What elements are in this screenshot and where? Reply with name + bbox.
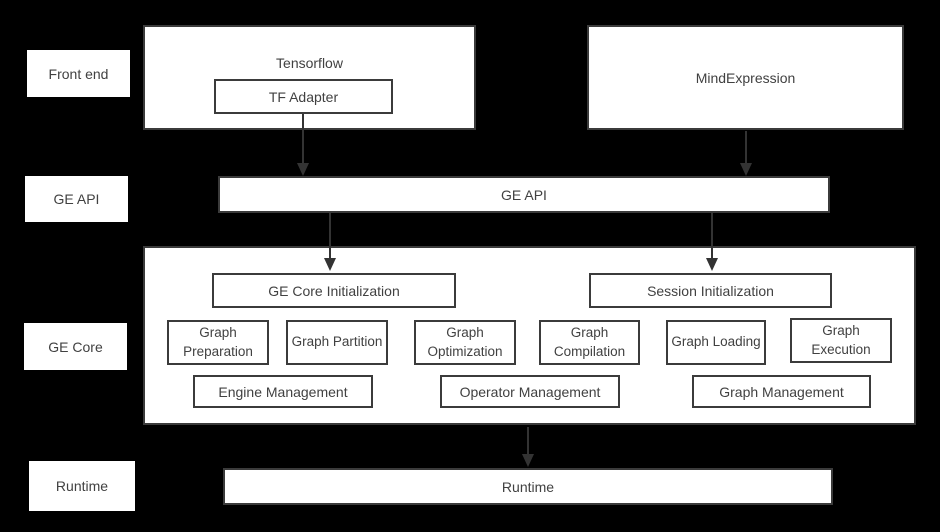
graph-management-box: Graph Management [692,375,871,408]
graph-loading-box: Graph Loading [666,320,766,365]
arrow-shaft [329,213,331,259]
arrow-ge-api-to-session-initialization [706,213,718,271]
tensorflow-title: Tensorflow [276,55,343,71]
arrow-shaft [711,213,713,259]
arrow-head-icon [324,258,336,271]
arrow-mindexpression-to-ge-api [740,131,752,176]
arrow-head-icon [740,163,752,176]
layer-label-front-end: Front end [27,50,130,97]
tf-adapter-box: TF Adapter [214,79,393,114]
arrow-tf-adapter-to-ge-api [297,114,309,176]
operator-management-box: Operator Management [440,375,620,408]
layer-label-ge-api: GE API [25,176,128,222]
ge-core-initialization-box: GE Core Initialization [212,273,456,308]
layer-label-runtime: Runtime [29,461,135,511]
arrow-head-icon [522,454,534,467]
mindexpression-box: MindExpression [587,25,904,130]
arrow-shaft [302,114,304,164]
session-initialization-box: Session Initialization [589,273,832,308]
graph-optimization-box: Graph Optimization [414,320,516,365]
graph-compilation-box: Graph Compilation [539,320,640,365]
tensorflow-box: Tensorflow TF Adapter [143,25,476,130]
graph-preparation-box: Graph Preparation [167,320,269,365]
arrow-head-icon [706,258,718,271]
engine-management-box: Engine Management [193,375,373,408]
ge-core-box: GE Core Initialization Session Initializ… [143,246,916,425]
arrow-ge-core-to-runtime [522,427,534,467]
arrow-head-icon [297,163,309,176]
arrow-shaft [745,131,747,164]
graph-execution-box: Graph Execution [790,318,892,363]
layer-label-ge-core: GE Core [24,323,127,370]
graph-partition-box: Graph Partition [286,320,388,365]
arrow-ge-api-to-ge-core-initialization [324,213,336,271]
ge-api-bar: GE API [218,176,830,213]
runtime-bar: Runtime [223,468,833,505]
arrow-shaft [527,427,529,455]
